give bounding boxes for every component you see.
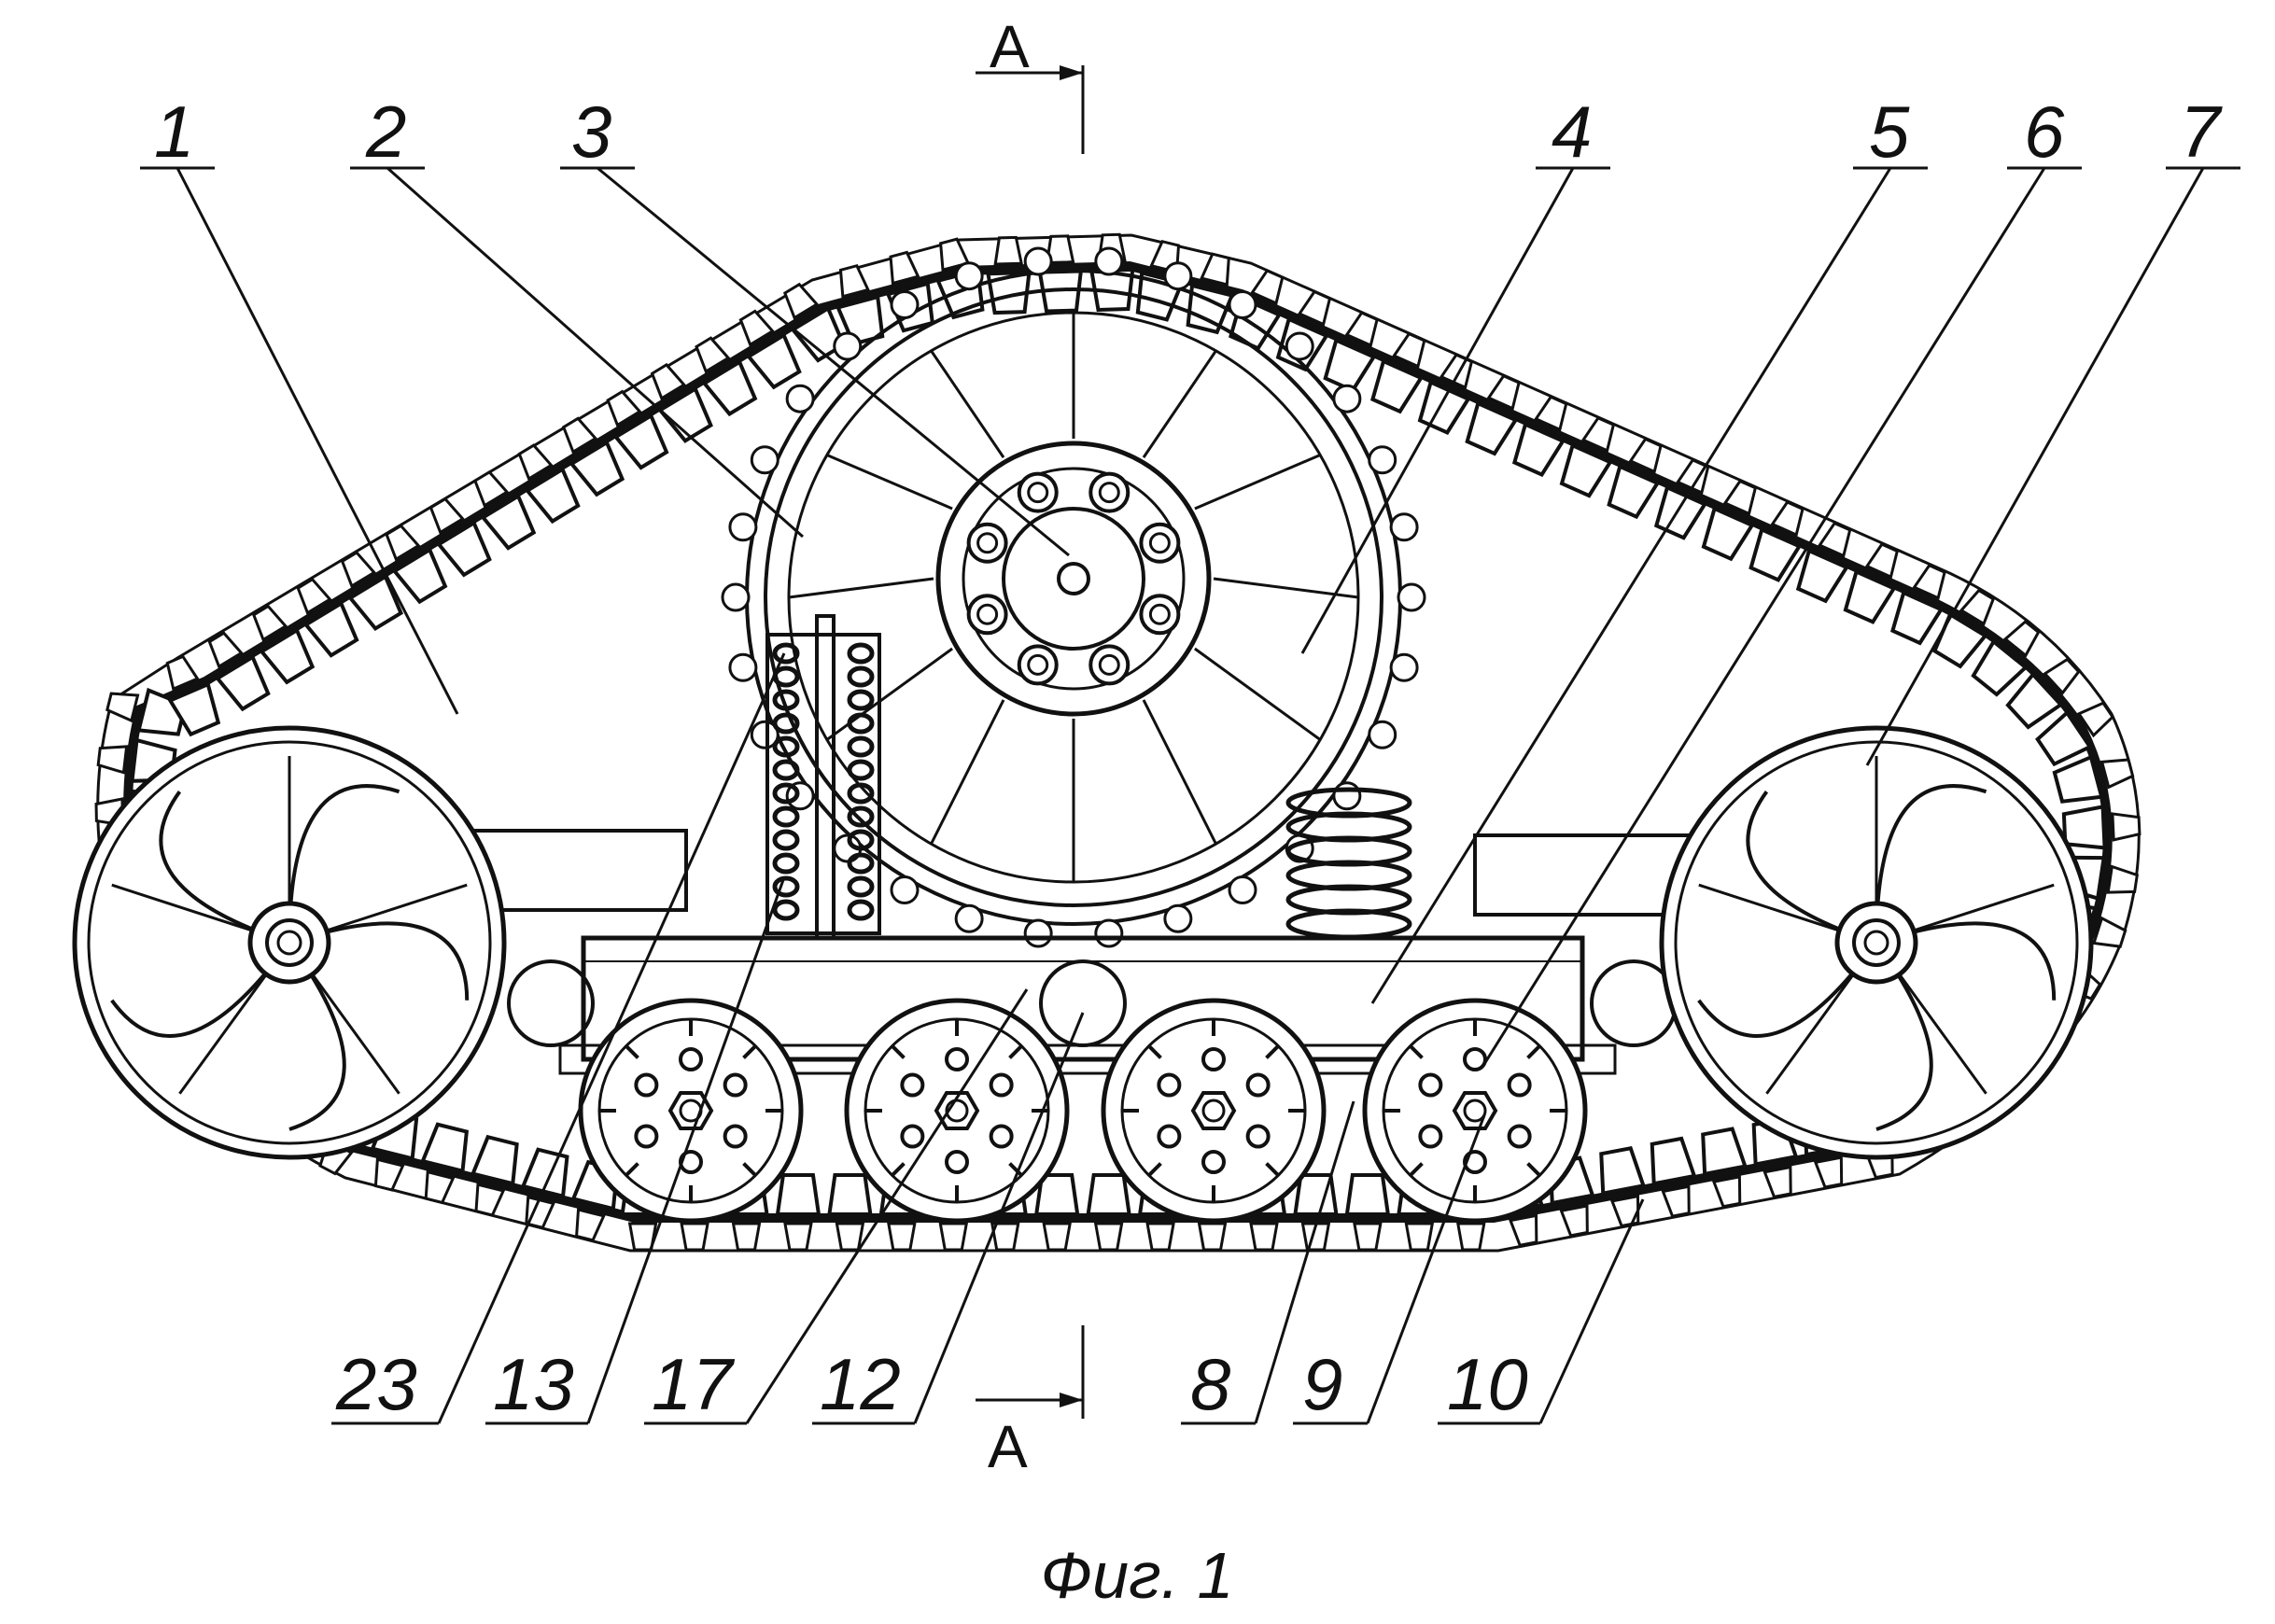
label-6: 6: [2024, 91, 2065, 173]
section-mark-bottom: А: [988, 1413, 1028, 1480]
idler-wheels: [75, 728, 2091, 1157]
sprocket-tooth: [1096, 248, 1122, 274]
spring-coil: [775, 808, 797, 825]
hub-bolt: [1141, 595, 1178, 633]
track-lug: [2064, 805, 2141, 850]
idler-wheel: [1662, 728, 2091, 1157]
spring-coil: [850, 878, 872, 895]
sprocket-tooth: [1096, 920, 1122, 946]
track-lug: [778, 1175, 819, 1250]
sprocket-hub-bolts: [969, 474, 1179, 684]
track-lug: [1036, 1175, 1077, 1250]
track-lug: [1295, 1175, 1336, 1250]
sprocket-tooth: [892, 291, 918, 317]
hub-bolt: [969, 525, 1006, 562]
label-23: 23: [335, 1343, 417, 1425]
hub-bolt: [1090, 474, 1128, 511]
sprocket-tooth: [1286, 333, 1313, 359]
spring-coil: [850, 855, 872, 872]
track-lug: [1347, 1175, 1388, 1250]
sprocket-tooth: [1369, 721, 1396, 748]
section-line-a: А А: [976, 13, 1083, 1480]
road-wheel: [847, 1001, 1067, 1221]
sprocket-spoke: [1195, 649, 1320, 740]
sprocket-tooth: [751, 447, 778, 473]
spring-coil: [775, 855, 797, 872]
section-mark-top: А: [990, 13, 1030, 80]
sprocket-tooth: [730, 654, 756, 680]
label-5: 5: [1869, 91, 1910, 173]
sprocket-tooth: [1165, 905, 1191, 931]
track-lug: [1697, 1127, 1751, 1209]
idler-wheel: [75, 728, 504, 1157]
sprocket-tooth: [835, 333, 861, 359]
sprocket-tooth: [1229, 291, 1256, 317]
label-2: 2: [365, 91, 406, 173]
sprocket-tooth: [1334, 385, 1360, 412]
label-8: 8: [1190, 1343, 1230, 1425]
spring-coil: [850, 692, 872, 708]
hub-bolt: [1141, 525, 1178, 562]
sprocket-tooth: [1391, 514, 1417, 540]
sprocket-spoke: [1144, 700, 1216, 844]
sprocket-tooth: [787, 385, 813, 412]
sprocket-spoke: [827, 455, 952, 510]
track-lug: [1088, 1175, 1130, 1250]
sprocket-tooth: [1229, 877, 1256, 903]
label-13: 13: [493, 1343, 574, 1425]
spring-coil: [775, 902, 797, 918]
label-10: 10: [1447, 1343, 1528, 1425]
spring-coil: [850, 902, 872, 918]
spring-coil: [850, 668, 872, 685]
label-12: 12: [820, 1343, 901, 1425]
sprocket-tooth: [1398, 584, 1425, 610]
sprocket-tooth: [1369, 447, 1396, 473]
sprocket-tooth: [956, 905, 982, 931]
road-wheel: [1103, 1001, 1324, 1221]
bogie-frame: [443, 616, 1708, 1073]
road-wheels: [581, 1001, 1585, 1221]
sprocket-tooth: [1165, 263, 1191, 289]
spring-coil: [850, 715, 872, 732]
spring-coil: [850, 762, 872, 778]
hub-bolt: [1019, 474, 1057, 511]
sprocket-tooth: [1334, 783, 1360, 809]
label-1: 1: [154, 91, 194, 173]
sprocket-tooth: [1025, 248, 1051, 274]
sprocket-tooth: [956, 263, 982, 289]
suspension-spring-right: [1288, 790, 1410, 937]
figure-caption: Фиг. 1: [1041, 1539, 1234, 1612]
label-17: 17: [652, 1343, 735, 1425]
label-4: 4: [1552, 91, 1592, 173]
label-7: 7: [2180, 91, 2223, 173]
sprocket-spoke: [1195, 455, 1320, 510]
sprocket-spoke: [789, 579, 934, 597]
spring-coil: [850, 738, 872, 755]
sprocket-tooth: [723, 584, 749, 610]
hub-bolt: [969, 595, 1006, 633]
spring-coil: [775, 762, 797, 778]
hub-bolt: [1019, 646, 1057, 683]
sprocket-tooth: [892, 877, 918, 903]
track-lug: [829, 1175, 870, 1250]
sprocket-tooth: [1391, 654, 1417, 680]
sprocket-spoke: [932, 700, 1004, 844]
spring-coil: [775, 668, 797, 685]
sprocket-spoke: [932, 351, 1004, 457]
road-wheel: [1365, 1001, 1585, 1221]
spring-coil: [850, 645, 872, 662]
sprocket-tooth: [1025, 920, 1051, 946]
label-9: 9: [1302, 1343, 1342, 1425]
sprocket-spoke: [1144, 351, 1216, 457]
label-3: 3: [571, 91, 611, 173]
sprocket-tooth: [730, 514, 756, 540]
hub-bolt: [1090, 646, 1128, 683]
spring-coil: [775, 832, 797, 848]
track-lug: [1595, 1147, 1650, 1228]
track-lug: [1647, 1138, 1701, 1219]
sprocket-spoke: [827, 649, 952, 740]
